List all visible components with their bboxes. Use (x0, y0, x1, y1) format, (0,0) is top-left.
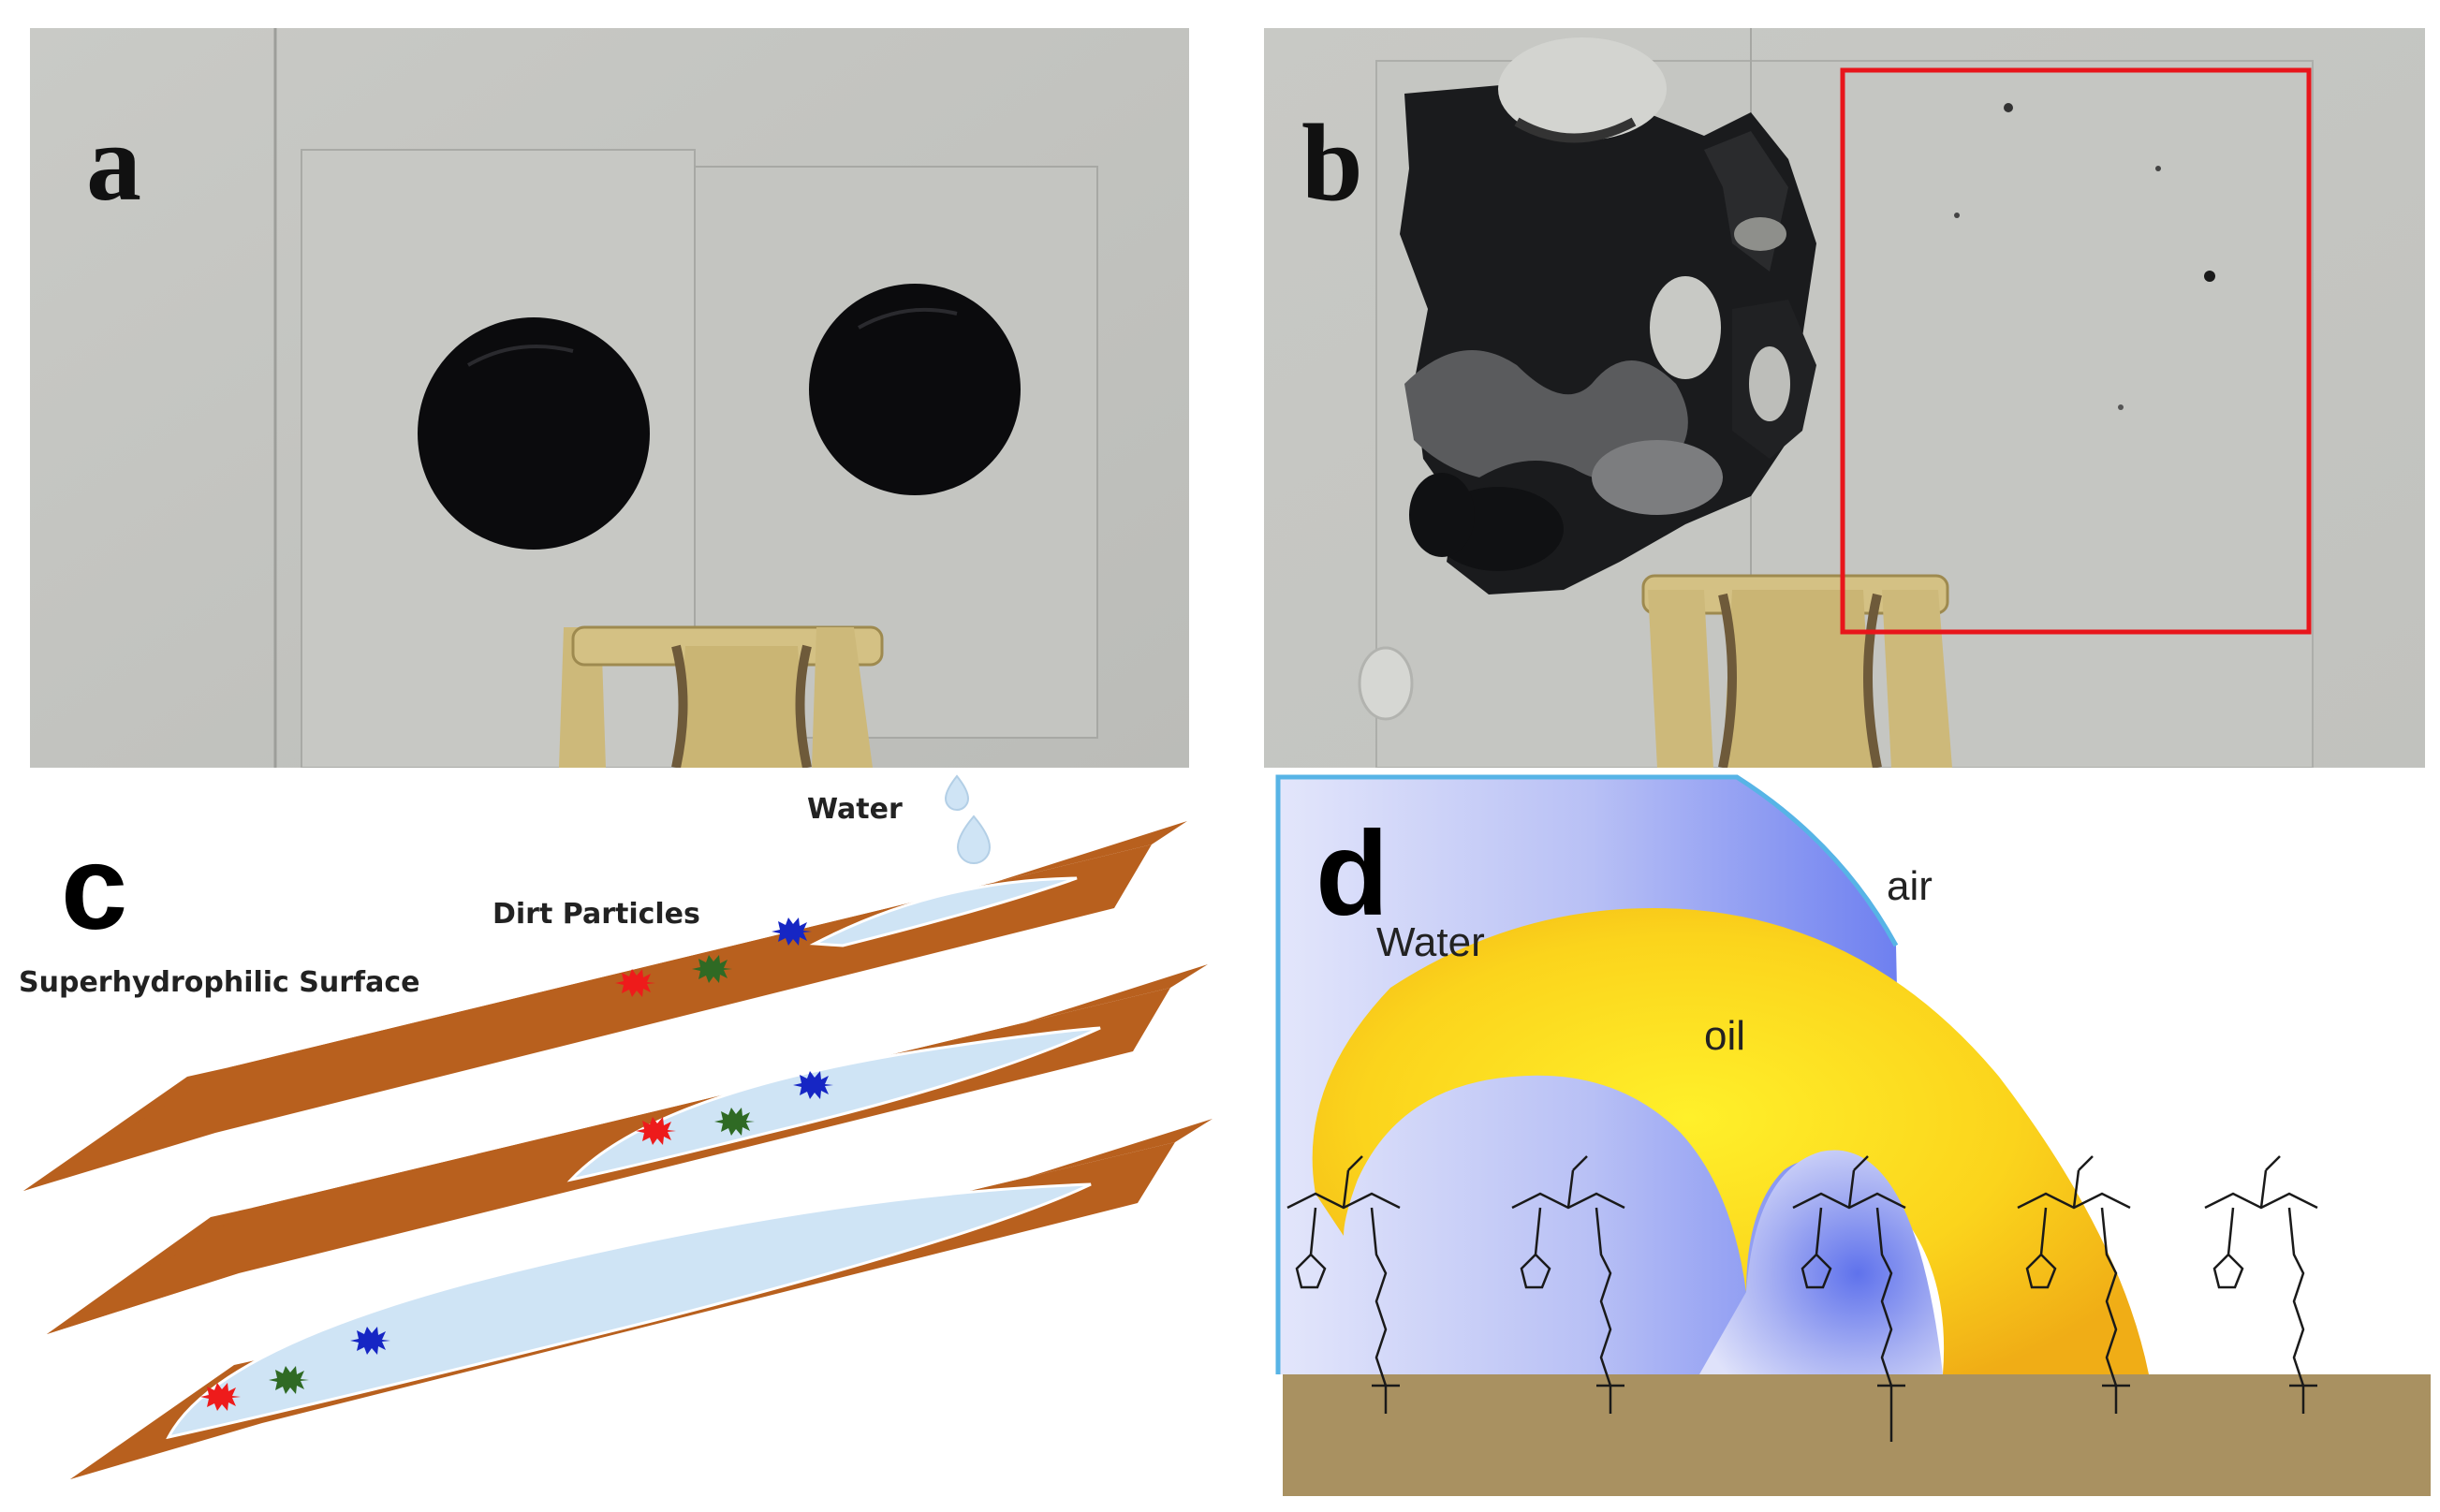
dirt-particle-red (200, 1383, 241, 1411)
dirt-particle-green (269, 1366, 309, 1394)
surface-plate-top (23, 821, 1187, 1191)
panel-c-schematic: c Water Dirt Particles Superhydrophilic … (0, 768, 1245, 1512)
polymer-chain (1792, 1155, 1906, 1442)
label-dirt-particles: Dirt Particles (492, 898, 700, 931)
dirt-particle-red (636, 1117, 676, 1145)
label-water: Water (1376, 919, 1485, 965)
substrate (1283, 1374, 2431, 1496)
polymer-chain (1511, 1155, 1625, 1414)
panel-letter-b: b (1301, 101, 1363, 224)
oil-droplet-right (809, 284, 1021, 495)
panel-a-scene (30, 28, 1189, 768)
dirt-particle-blue (772, 917, 812, 946)
water-drop-icon (944, 774, 970, 811)
panel-letter-c: c (61, 821, 128, 955)
water-film-middle (566, 1026, 1101, 1182)
binder-clip (1641, 574, 1952, 768)
oil-droplet-left (418, 317, 650, 550)
water-drop-icons (944, 774, 992, 864)
water-film-bottom (166, 1182, 1092, 1440)
oil-stain (1400, 37, 1816, 595)
polymer-chain (2204, 1155, 2318, 1414)
highlight-box (1840, 67, 2312, 635)
dirt-particle-blue (350, 1327, 390, 1355)
polymer-chain (2017, 1155, 2131, 1414)
surface-plate-middle (47, 964, 1208, 1334)
water-pocket (1699, 1150, 1943, 1374)
water-film-top (809, 876, 1078, 947)
panel-a-photo: a (30, 28, 1189, 768)
water-drop-icon (956, 815, 992, 864)
surface-plate-bottom (70, 1119, 1213, 1479)
panel-letter-a: a (86, 101, 141, 224)
label-air: air (1887, 863, 1933, 909)
panel-d-diagram (1275, 774, 2431, 1496)
label-oil: oil (1704, 1013, 1746, 1059)
binder-clip (559, 625, 884, 768)
polymer-chain (1286, 1155, 1401, 1414)
panel-d-schematic: d Water air oil (1259, 768, 2440, 1512)
dirt-particle-green (692, 955, 732, 983)
panel-letter-d: d (1316, 807, 1389, 941)
panel-c-diagram (23, 774, 1213, 1479)
oil-layer (1312, 908, 2149, 1374)
water-droplet (1358, 646, 1414, 721)
dirt-particle-green (714, 1108, 755, 1136)
label-water: Water (807, 793, 903, 826)
dirt-particle-blue (793, 1071, 833, 1099)
panel-b-photo: b (1264, 28, 2425, 768)
dirt-particle-red (615, 969, 655, 997)
panel-b-scene (1264, 28, 2425, 768)
label-superhydrophilic-surface: Superhydrophilic Surface (19, 966, 420, 999)
